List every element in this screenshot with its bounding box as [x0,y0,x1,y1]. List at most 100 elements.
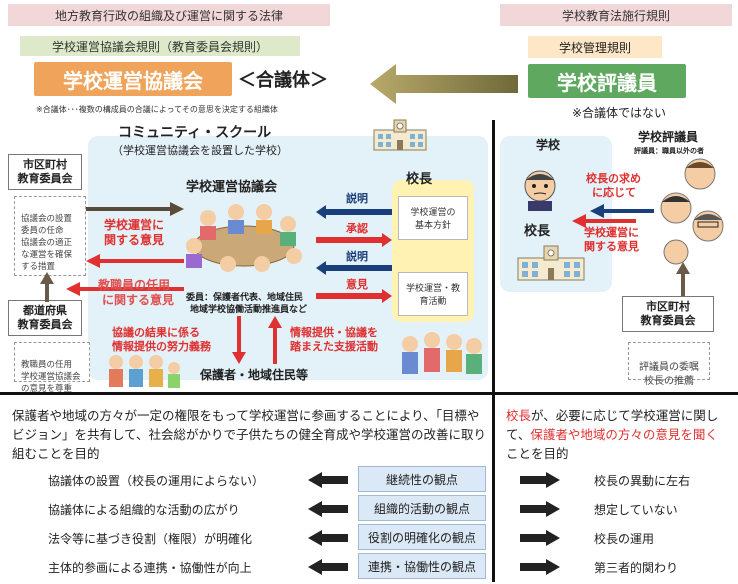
arrow-shonin: 承認 [346,222,368,235]
prefectural-board-title: 都道府県 教育委員会 [8,300,82,336]
right-opinion-2: 関する意見 [584,240,639,253]
right-school-building-icon [517,245,585,281]
council-name-box: 学校運営協議会 [34,62,232,96]
comparison-viewpoint: 役割の明確化の観点 [358,524,486,550]
down-arrow-icon [232,316,246,364]
rule-label-left: 学校運営協議会規則（教育委員会規則） [20,36,300,56]
people-left-icon [109,355,180,388]
prefectural-board-duties: 教職員の任用 学校運営協議会の意見を尊重 [14,342,90,394]
meeting-illustration [178,194,308,280]
right-board-title-2: 教育委員会 [640,314,696,327]
left-description: 保護者や地域の方々が一定の権限をもって学校運営に参画することにより、「目標やビジ… [12,408,487,461]
comparison-row: 協議体による組織的な活動の広がり 組織的活動の観点 想定していない [0,495,738,523]
right-arrow-icon [520,530,560,546]
evaluator-name-text: 学校評議員 [557,70,657,95]
prefectural-board-title-2: 教育委員会 [17,318,73,331]
request-label: 校長の求め に応じて [586,172,641,200]
right-arrow-icon [520,472,560,488]
comparison-left: 協議体の設置（校長の運用によらない） [48,474,265,488]
comparison-left: 協議体による組織的な活動の広がり [48,503,240,517]
meeting-table-icon [186,204,302,272]
right-principal-label: 校長 [524,224,551,239]
rule-label-left-text: 学校運営協議会規則（教育委員会規則） [51,39,268,54]
right-board-title: 市区町村 教育委員会 [622,296,714,332]
right-desc-prefix: 校長 [506,408,532,423]
comparison-left: 主体的参画による連携・協働性が向上 [48,561,252,575]
basic-policy-text: 学校運営の基本方針 [410,208,456,231]
evaluators-people-icon [660,158,724,265]
comparison-viewpoint: 連携・協働性の観点 [358,553,486,579]
school-building-icon [373,119,427,151]
right-arrow-icon [520,501,560,517]
basic-policy-box: 学校運営の基本方針 [398,196,468,240]
effort-label-2: 情報提供の努力義務 [112,340,211,353]
request-label-1: 校長の求め [586,172,641,185]
comparison-row: 法令等に基づき役割（権限）が明確化 役割の明確化の観点 校長の運用 [0,524,738,552]
comparison-right: 想定していない [594,503,678,517]
municipal-board-duties: 協議会の設置 委員の任命 協議会の適正な運営を確保する措置 [14,196,86,276]
opinion-staff-1: 教職員の任用 [98,278,171,292]
horizontal-divider [0,392,738,395]
guardians-label: 保護者・地域住民等 [200,368,309,382]
members-label: 委員：保護者代表、地域住民 地域学校協働活動推進員など [186,292,307,316]
effort-label: 協議の結果に係る 情報提供の努力義務 [112,326,211,354]
collegial-note: ※合議体･･･複数の構成員の合議によってその意思を決定する組織体 [36,105,278,114]
right-school-label: 学校 [536,138,561,152]
right-desc-suffix: ことを目的 [506,446,569,461]
opinion-school-ops-1: 学校運営に [104,218,165,232]
opinion-staff: 教職員の任用 に関する意見 [98,278,174,308]
rule-label-right: 学校管理規則 [528,36,662,58]
municipal-board-title-1: 市区町村 [23,158,67,171]
municipal-board-duties-text: 協議会の設置 委員の任命 協議会の適正な運営を確保する措置 [21,214,73,272]
board-to-council-arrow [86,202,184,216]
prefectural-board-title-1: 都道府県 [23,304,67,317]
council-label: 学校運営協議会 [186,180,278,195]
law-label-left: 地方教育行政の組織及び運営に関する法律 [8,4,330,26]
not-collegial-note: ※合議体ではない [572,106,667,120]
right-opinion-arrow [572,214,636,228]
council-to-board-arrow [86,254,184,268]
right-evaluator-note: 評議員：職員以外の者 [634,147,704,155]
viewpoint-text: 連携・協働性の観点 [367,559,476,574]
community-school-title: コミュニティ・スクール [118,125,272,141]
right-desc-highlight: 保護者や地域の方々の意見を聞く [530,427,718,442]
comparison-right: 第三者的関わり [594,561,679,575]
principal-face-icon [524,170,556,211]
up-arrow-icon [268,316,282,364]
rule-label-right-text: 学校管理規則 [558,40,631,55]
effort-label-1: 協議の結果に係る [112,326,200,339]
right-board-duties-text: 評議員の委嘱 校長の推薦 [639,362,699,387]
arrow-setsumei-2: 説明 [346,250,368,263]
comparison-right: 校長の運用 [594,532,655,546]
right-request-arrow [590,204,654,218]
comparison-right: 校長の異動に左右 [594,474,691,488]
comparison-row: 主体的参画による連携・協働性が向上 連携・協働性の観点 第三者的関わり [0,553,738,581]
big-left-arrow-icon [370,64,518,104]
support-label-2: 踏まえた支援活動 [290,340,378,353]
law-label-left-text: 地方教育行政の組織及び運営に関する法律 [54,8,283,23]
community-school-subtitle: （学校運営協議会を設置した学校） [112,144,288,157]
comparison-row: 協議体の設置（校長の運用によらない） 継続性の観点 校長の異動に左右 [0,466,738,494]
request-label-2: に応じて [592,186,636,199]
principal-label: 校長 [406,172,433,187]
right-board-up-arrow [676,262,690,296]
municipal-board-title-2: 教育委員会 [17,172,73,185]
viewpoint-text: 役割の明確化の観点 [367,530,476,545]
opinion-school-ops-2: 関する意見 [104,233,165,247]
law-label-right: 学校教育法施行規則 [500,4,732,26]
prefectural-board-duties-text: 教職員の任用 学校運営協議会の意見を尊重 [21,360,81,394]
comparison-table: 協議体の設置（校長の運用によらない） 継続性の観点 校長の異動に左右 協議体によ… [0,466,738,584]
members-label-line1: 委員：保護者代表、地域住民 [186,293,304,303]
members-label-line2: 地域学校協働活動推進員など [190,305,308,315]
opinion-staff-2: に関する意見 [102,293,175,307]
comparison-left: 法令等に基づき役割（権限）が明確化 [48,532,253,546]
comparison-viewpoint: 継続性の観点 [358,466,486,492]
right-opinion-label: 学校運営に 関する意見 [584,226,639,254]
viewpoint-text: 組織的活動の観点 [373,501,470,516]
left-arrow-icon [308,559,348,575]
prefecture-up-arrow [40,272,54,302]
vertical-divider [492,120,495,582]
evaluator-name-box: 学校評議員 [528,64,686,98]
right-board-duties: 評議員の委嘱 校長の推薦 [628,342,710,387]
people-right-icon [402,332,482,374]
